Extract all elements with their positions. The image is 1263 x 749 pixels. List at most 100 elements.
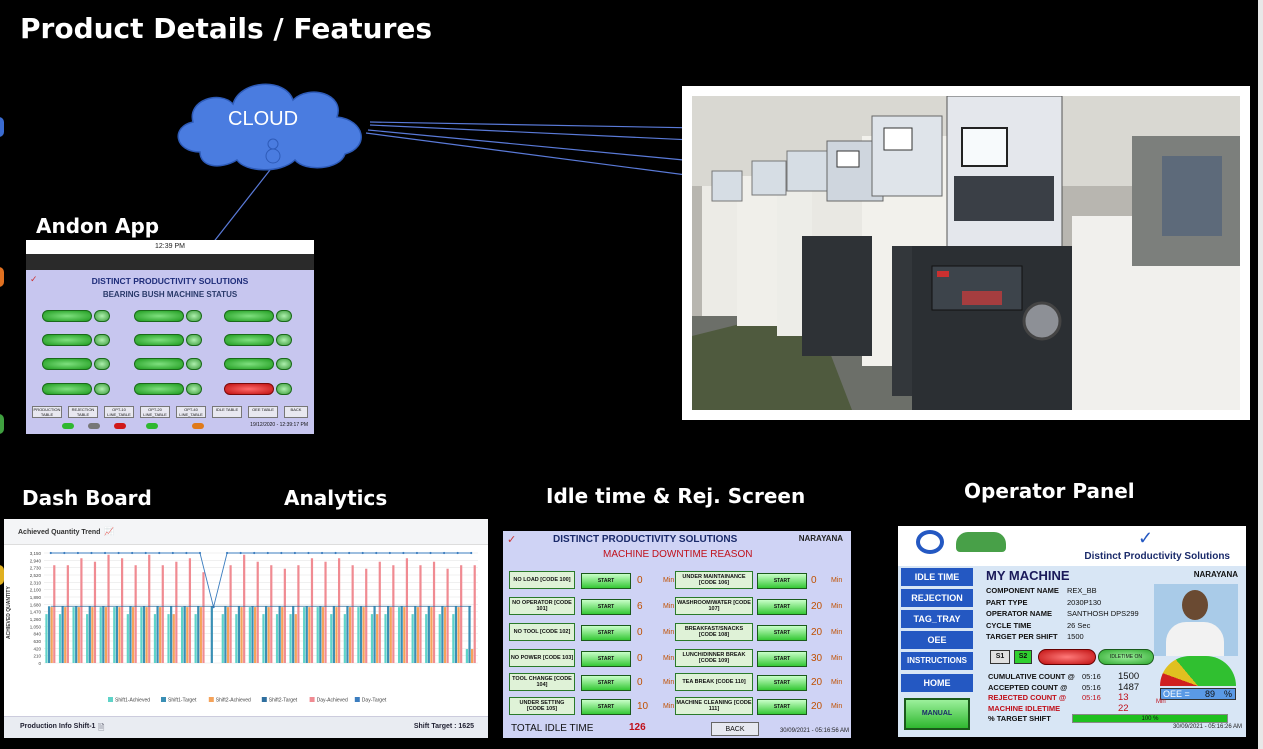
bar: [267, 607, 270, 663]
info-value: SANTHOSH DPS299: [1067, 609, 1139, 618]
andon-nav-button[interactable]: OEE TABLE: [248, 406, 278, 418]
machine-status-mini[interactable]: [186, 334, 202, 346]
start-button[interactable]: START: [757, 699, 807, 715]
bar: [240, 607, 243, 663]
bar: [432, 561, 436, 663]
idletime-on-button[interactable]: IDLETIME ON: [1098, 649, 1154, 665]
andon-nav-button[interactable]: OPT-20 LINE_TABLE: [140, 406, 170, 418]
idle-reason-label: UNDER SETTING [CODE 105]: [509, 697, 575, 715]
andon-nav-button[interactable]: REJECTION TABLE: [68, 406, 98, 418]
machine-status-mini[interactable]: [94, 358, 110, 370]
count-time: 05:16: [1082, 693, 1101, 702]
start-button[interactable]: START: [581, 675, 631, 691]
andon-nav-button[interactable]: OPT-10 LINE_TABLE: [104, 406, 134, 418]
machine-status-mini[interactable]: [276, 383, 292, 395]
idle-unit: Min: [1156, 699, 1166, 705]
bar: [419, 565, 422, 663]
start-button[interactable]: START: [581, 625, 631, 641]
machine-status-mini[interactable]: [94, 310, 110, 322]
bar: [378, 561, 381, 663]
manual-button[interactable]: MANUAL: [904, 698, 970, 730]
scrollbar-track[interactable]: [1258, 0, 1263, 749]
machine-status-indicator[interactable]: [42, 334, 92, 346]
bar: [427, 606, 430, 663]
back-button[interactable]: BACK: [711, 722, 759, 736]
machine-status-indicator[interactable]: [224, 334, 274, 346]
idle-minutes-value: 0: [637, 653, 643, 664]
machine-status-mini[interactable]: [186, 358, 202, 370]
menu-tag-tray[interactable]: TAG_TRAY: [901, 610, 973, 628]
machine-status-mini[interactable]: [186, 310, 202, 322]
machine-status-mini[interactable]: [276, 310, 292, 322]
day-target-point: [49, 551, 52, 555]
bar: [237, 606, 241, 663]
bar: [134, 565, 137, 663]
start-button[interactable]: START: [757, 625, 807, 641]
bar: [303, 607, 306, 663]
idle-minutes-value: 20: [811, 627, 823, 638]
slide-marker: [0, 267, 4, 287]
start-button[interactable]: START: [757, 675, 807, 691]
start-button[interactable]: START: [581, 651, 631, 667]
y-tick-label: 2,520: [30, 573, 42, 578]
menu-home[interactable]: HOME: [901, 674, 973, 692]
machine-status-indicator[interactable]: [134, 358, 184, 370]
bar: [221, 614, 224, 663]
day-target-point: [307, 551, 310, 555]
idle-minutes-value: 20: [811, 601, 823, 612]
machine-status-indicator[interactable]: [134, 334, 184, 346]
shift2-button[interactable]: S2: [1014, 650, 1032, 664]
machine-status-indicator[interactable]: [224, 310, 274, 322]
start-button[interactable]: START: [581, 599, 631, 615]
machine-status-indicator[interactable]: [134, 310, 184, 322]
day-target-point: [239, 551, 242, 555]
menu-rejection[interactable]: REJECTION: [901, 589, 973, 607]
bar: [175, 561, 178, 663]
andon-nav-button[interactable]: PRODUCTION TABLE: [32, 406, 62, 418]
bar: [465, 649, 469, 663]
start-button[interactable]: START: [581, 699, 631, 715]
machine-status-mini[interactable]: [186, 383, 202, 395]
oee-label: OEE =: [1163, 689, 1190, 699]
document-icon[interactable]: 🗎: [98, 723, 105, 732]
machine-status-indicator[interactable]: [42, 310, 92, 322]
start-button[interactable]: START: [757, 599, 807, 615]
bar: [167, 614, 170, 663]
stop-indicator[interactable]: [1038, 649, 1096, 665]
machine-status-indicator[interactable]: [134, 383, 184, 395]
machine-status-indicator-stopped[interactable]: [224, 383, 274, 395]
shift1-button[interactable]: S1: [990, 650, 1010, 664]
machine-status-mini[interactable]: [94, 334, 110, 346]
machine-status-indicator[interactable]: [42, 383, 92, 395]
legend-label: Day-Achieved: [317, 698, 348, 704]
bar: [389, 607, 392, 663]
machine-status-mini[interactable]: [94, 383, 110, 395]
andon-back-button[interactable]: BACK: [284, 406, 308, 418]
info-value: 1500: [1067, 632, 1084, 641]
machine-status-indicator[interactable]: [224, 358, 274, 370]
bar: [262, 614, 265, 663]
trend-icon[interactable]: 📈: [104, 527, 114, 536]
machine-status-mini[interactable]: [276, 334, 292, 346]
start-button[interactable]: START: [757, 651, 807, 667]
menu-instructions[interactable]: INSTRUCTIONS: [901, 652, 973, 670]
machine-status-mini[interactable]: [276, 358, 292, 370]
idle-minutes-value: 0: [637, 627, 643, 638]
bar: [324, 561, 327, 663]
machine-status-indicator[interactable]: [42, 358, 92, 370]
bar: [310, 558, 314, 663]
bar: [357, 607, 360, 663]
idle-unit-label: Min: [663, 577, 675, 584]
andon-nav-button[interactable]: OPT-40 LINE_TABLE: [176, 406, 206, 418]
idle-unit-label: Min: [831, 603, 843, 610]
menu-idle-time[interactable]: IDLE TIME: [901, 568, 973, 586]
bar: [156, 606, 159, 663]
start-button[interactable]: START: [581, 573, 631, 589]
idle-minutes-value: 0: [637, 575, 643, 586]
green-logo-icon: [956, 532, 1006, 552]
andon-nav-button[interactable]: IDLE TABLE: [212, 406, 242, 418]
start-button[interactable]: START: [757, 573, 807, 589]
bar: [275, 614, 279, 663]
idle-unit-label: Min: [663, 603, 675, 610]
menu-oee[interactable]: OEE: [901, 631, 973, 649]
